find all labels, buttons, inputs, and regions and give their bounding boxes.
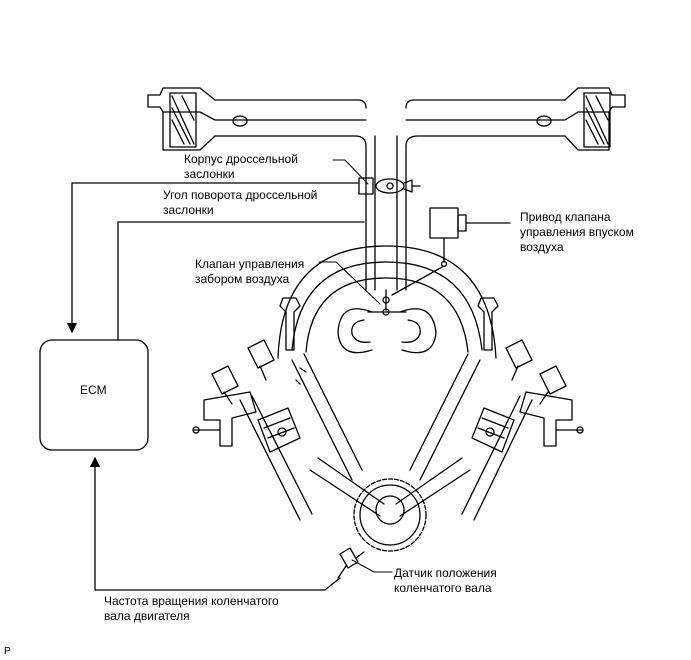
throttle-body: [358, 177, 421, 195]
intake-manifold: [277, 245, 497, 359]
throttle-body-label-line1: Корпус дроссельной: [184, 152, 298, 166]
ecm-box: [39, 339, 149, 451]
corner-mark: P: [4, 646, 11, 657]
actuator-label-line1: Привод клапана: [520, 210, 611, 224]
crank-sensor-label-line2: коленчатого вала: [394, 581, 492, 595]
intake-valve-label-line2: забором воздуха: [195, 272, 290, 286]
engine-speed-label-line1: Частота вращения коленчатого: [104, 594, 279, 608]
crank-sensor-label-line1: Датчик положения: [394, 566, 497, 580]
intake-air-pipe: [147, 87, 626, 151]
throttle-angle-label-line1: Угол поворота дроссельной: [163, 188, 318, 202]
crank-position-sensor: [337, 547, 365, 579]
actuator-label-line2: управления впуском: [520, 225, 634, 239]
engine-speed-label: Частота вращения коленчатого вала двигат…: [104, 594, 279, 624]
intake-valve-label: Клапан управления забором воздуха: [195, 257, 304, 287]
intake-valve-label-line1: Клапан управления: [195, 257, 305, 271]
actuator-label-line3: воздуха: [520, 240, 564, 254]
left-cylinder-bank: [192, 297, 363, 521]
throttle-angle-label: Угол поворота дроссельной заслонки: [163, 188, 317, 218]
ecm-label: ECM: [80, 383, 107, 397]
leader-lines: [318, 159, 511, 573]
intake-runners: [365, 135, 407, 291]
throttle-body-label: Корпус дроссельной заслонки: [184, 152, 298, 182]
actuator-label: Привод клапана управления впуском воздух…: [520, 210, 634, 255]
crankshaft-assembly: [309, 457, 471, 552]
signal-lines: [66, 182, 365, 591]
right-cylinder-bank: [409, 297, 584, 521]
engine-speed-label-line2: вала двигателя: [104, 609, 190, 623]
crank-sensor-label: Датчик положения коленчатого вала: [394, 566, 497, 596]
throttle-body-label-line2: заслонки: [184, 167, 235, 181]
throttle-angle-label-line2: заслонки: [163, 203, 214, 217]
